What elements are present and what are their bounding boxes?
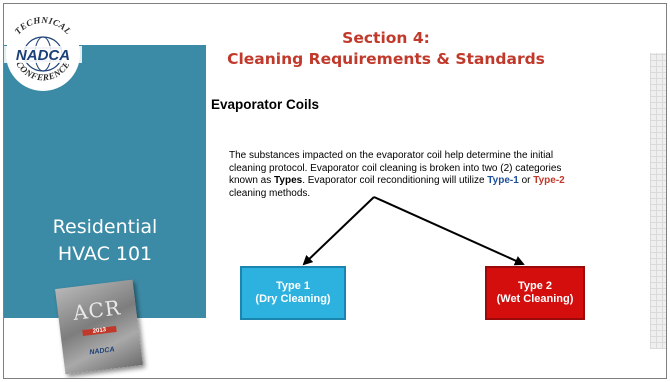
arrow-to-type1 (302, 196, 375, 266)
slide: TECHNICAL CONFERENCE NADCA Residential H… (3, 3, 667, 379)
type2-inline: Type-2 (533, 175, 565, 186)
sidebar: TECHNICAL CONFERENCE NADCA Residential H… (4, 4, 206, 378)
sidebar-title-line1: Residential (52, 216, 158, 238)
acr-book-title: ACR (71, 295, 123, 325)
type1-inline: Type-1 (487, 175, 519, 186)
body-paragraph: The substances impacted on the evaporato… (229, 150, 589, 200)
logo-center-text: NADCA (16, 47, 70, 64)
right-pattern-panel (650, 53, 666, 349)
sidebar-title: Residential HVAC 101 (4, 214, 206, 268)
nadca-logo: TECHNICAL CONFERENCE NADCA (4, 15, 82, 91)
type2-box: Type 2 (Wet Cleaning) (485, 266, 585, 320)
subheading: Evaporator Coils (211, 97, 320, 112)
section-title: Section 4: Cleaning Requirements & Stand… (216, 28, 556, 70)
section-title-line2: Cleaning Requirements & Standards (227, 50, 545, 68)
paragraph-or: or (518, 175, 534, 186)
paragraph-part1: The substances impacted on the evaporato… (229, 150, 562, 186)
sidebar-title-line2: HVAC 101 (57, 243, 153, 265)
section-title-line1: Section 4: (342, 29, 430, 47)
type2-sublabel: (Wet Cleaning) (496, 293, 574, 305)
type1-box: Type 1 (Dry Cleaning) (240, 266, 346, 320)
types-word: Types (274, 175, 303, 186)
type1-label: Type 1 (275, 280, 311, 292)
acr-book-logo: NADCA (89, 346, 115, 357)
paragraph-part3: cleaning methods. (229, 187, 311, 199)
type2-label: Type 2 (517, 280, 553, 292)
acr-book-image: ACR 2013 NADCA (55, 279, 143, 375)
type1-sublabel: (Dry Cleaning) (255, 293, 331, 305)
acr-book-year: 2013 (82, 325, 117, 337)
paragraph-part2: . Evaporator coil reconditioning will ut… (302, 175, 488, 186)
arrow-to-type2 (373, 196, 525, 266)
